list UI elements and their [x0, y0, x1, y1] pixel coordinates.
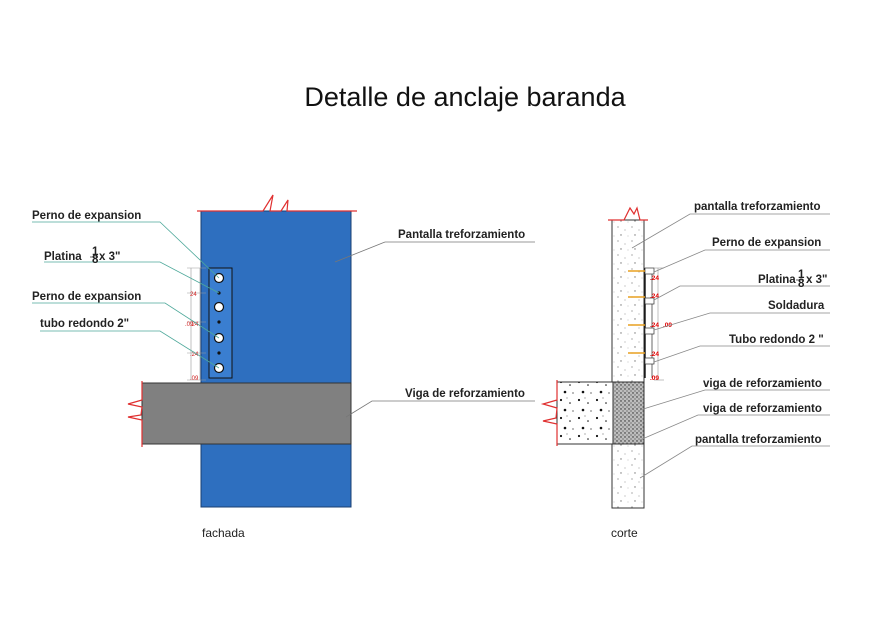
dim-label: .24 [650, 275, 659, 282]
label-tubo-redondo-corte: Tubo redondo 2 " [729, 334, 824, 346]
svg-text:Platina: Platina [758, 274, 796, 286]
dim-label: .09 [185, 322, 194, 328]
label-pantalla-bottom: pantalla treforzamiento [695, 434, 822, 446]
dim-label: .24 [190, 322, 199, 328]
leader-lines-corte [631, 213, 830, 479]
dim-label: .24 [650, 293, 659, 300]
beam [141, 382, 352, 445]
label-perno-expansion-2: Perno de expansion [32, 291, 141, 303]
wall-section [611, 219, 645, 509]
break-line-top [197, 194, 357, 212]
break-line-top-corte [608, 206, 648, 221]
dim-label: .09 [650, 375, 659, 382]
dimension-lines [187, 267, 206, 381]
break-line-left-corte [540, 380, 558, 446]
anchor-plate [208, 267, 233, 379]
label-tubo-redondo: tubo redondo 2" [40, 318, 129, 330]
fraction-den: 8 [92, 254, 99, 266]
dim-label: .24 [650, 322, 659, 329]
beam-section [556, 381, 614, 445]
svg-text:x 3": x 3" [806, 274, 827, 286]
label-soldadura: Soldadura [768, 300, 825, 312]
caption-fachada: fachada [202, 526, 245, 540]
fachada-view: 24 .24 .09 .24 .09 Perno de expansion Pl… [32, 194, 535, 540]
label-perno-expansion: Perno de expansion [32, 210, 141, 222]
fraction-num: 1 [92, 246, 99, 258]
page-title: Detalle de anclaje baranda [304, 82, 626, 112]
dim-label: 24 [190, 292, 197, 298]
dim-label: .24 [650, 351, 659, 358]
fraction-den: 8 [798, 278, 805, 290]
label-platina: Platina 1 8 x 3" [44, 246, 120, 266]
anchor-assembly [644, 267, 655, 378]
break-line-left [127, 381, 143, 447]
fraction-num: 1 [798, 269, 805, 281]
caption-corte: corte [611, 526, 638, 540]
label-platina-corte: Platina 1 8 x 3" [758, 269, 827, 290]
label-viga-2: viga de reforzamiento [703, 403, 822, 415]
label-viga: Viga de reforzamiento [405, 388, 525, 400]
label-viga-1: viga de reforzamiento [703, 378, 822, 390]
svg-text:Platina: Platina [44, 251, 82, 263]
svg-text:x 3": x 3" [99, 251, 120, 263]
anchor-bolts [628, 270, 645, 354]
label-pantalla-top: pantalla treforzamiento [694, 201, 821, 213]
dim-label: .09 [190, 376, 199, 382]
beam-core [612, 381, 645, 445]
label-perno-expansion-corte: Perno de expansion [712, 237, 821, 249]
dim-label: .24 [190, 352, 199, 358]
label-pantalla: Pantalla treforzamiento [398, 229, 525, 241]
corte-view: .24 .24 .24 .09 .24 .09 pantalla treforz… [540, 201, 830, 540]
leader-lines [32, 221, 220, 369]
